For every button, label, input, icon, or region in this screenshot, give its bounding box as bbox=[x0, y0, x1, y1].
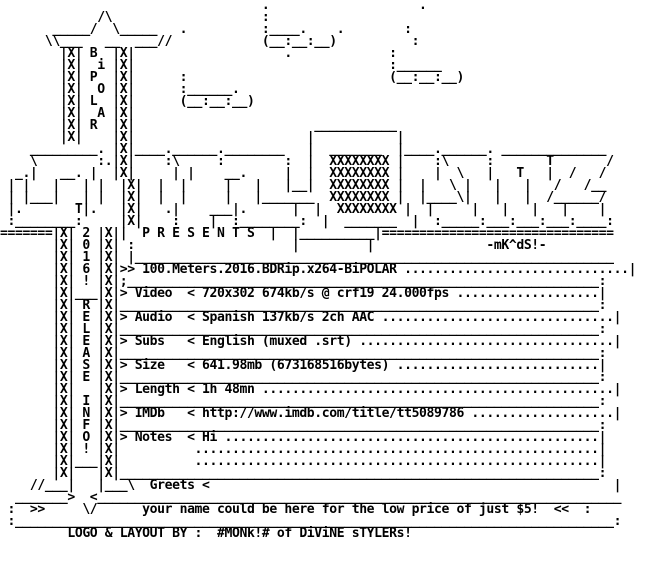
credits-line: LOGO & LAYOUT BY : #MONk!# of DiViNE sTY… bbox=[0, 526, 412, 541]
release-name-line: |X| 6 |X|>> 100.Meters.2016.BDRip.x264-B… bbox=[0, 262, 637, 277]
art-line: _____/ \_____ . :____. . : bbox=[0, 22, 412, 37]
art-line: _________. |X|____.______.________ | ___… bbox=[0, 142, 607, 157]
art-line: | |___| | | |X| | | | |_______ XXXXXXXX … bbox=[0, 190, 607, 205]
art-line: |. T|. |X| .| ___|. | | XXXXXXXX | | | |… bbox=[0, 202, 607, 217]
art-line: |X| R |X|_______________________________… bbox=[0, 298, 607, 313]
presents-line: =======|X| 2 |X|| P R E S E N T S | |___… bbox=[0, 226, 614, 241]
art-line: :________: |X| : | :________: | _______ … bbox=[0, 214, 614, 229]
art-line: :_______________________________________… bbox=[0, 514, 622, 529]
audio-info-line: |X| E |X|> Audio < Spanish 137kb/s 2ch A… bbox=[0, 310, 622, 325]
size-info-line: |X| S |X|> Size < 641.98mb (673168516byt… bbox=[0, 358, 607, 373]
art-line: |X| R |X| ___________ bbox=[0, 118, 397, 133]
greets-line: //___| |___\ Greets < | bbox=[0, 478, 622, 493]
art-line: |X| L |X|_______________________________… bbox=[0, 322, 607, 337]
subs-info-line: |X| E |X|> Subs < English (muxed .srt) .… bbox=[0, 334, 622, 349]
art-line: |X| E |X|_______________________________… bbox=[0, 370, 607, 385]
notes-info-line: |X| O |X|> Notes < Hi ..................… bbox=[0, 430, 607, 445]
art-line: \ :.|X| :\ : : | XXXXXXXX | :\ : T / bbox=[0, 154, 614, 169]
art-line: _______> <______________________________… bbox=[0, 490, 622, 505]
notes-info-line: |X|___|X| ..............................… bbox=[0, 454, 607, 469]
art-line: . . bbox=[0, 0, 427, 13]
art-line: |X| A |X| bbox=[0, 106, 135, 121]
art-line: |X| ! |X|;______________________________… bbox=[0, 274, 607, 289]
video-info-line: |X|___|X|> Video < 720x302 674kb/s @ crf… bbox=[0, 286, 607, 301]
art-line: |X| F |X|_______________________________… bbox=[0, 418, 607, 433]
art-line: |X| A |X|_______________________________… bbox=[0, 346, 607, 361]
art-line: \\___ __ ___// (__:__:__) : bbox=[0, 34, 420, 49]
art-line: | | | | | |X| | | | | |__| XXXXXXXX | | … bbox=[0, 178, 607, 193]
length-info-line: |X| |X|> Length < 1h 48mn ..............… bbox=[0, 382, 622, 397]
art-line: |X| |X|_________________________________… bbox=[0, 466, 607, 481]
art-line: |X| L |X| (__:__:__) bbox=[0, 94, 255, 109]
art-line: |X| |X| | | bbox=[0, 130, 405, 145]
imdb-info-line: |X| N |X|> IMDb < http://www.imdb.com/ti… bbox=[0, 406, 622, 421]
notes-info-line: |X| ! |X| ..............................… bbox=[0, 442, 607, 457]
signature-line: |X| 0 |X| : | | -mK^dS!- bbox=[0, 238, 547, 253]
art-line: _.| __. | |X| | | __. | | XXXXXXXX | | \… bbox=[0, 166, 607, 181]
art-line: |X| i |X| :______ bbox=[0, 58, 442, 73]
art-line: |X| I |X|_______________________________… bbox=[0, 394, 607, 409]
art-line: |X| O |X| :______. bbox=[0, 82, 240, 97]
ad-line: : >> \/ your name could be here for the … bbox=[0, 502, 592, 517]
art-line: |X| B |X| . : bbox=[0, 46, 397, 61]
art-line: /\ : bbox=[0, 10, 270, 25]
art-line: |X| P |X| : (__:__:__) bbox=[0, 70, 464, 85]
art-line: |X| 1 |X| |_____________________________… bbox=[0, 250, 614, 265]
